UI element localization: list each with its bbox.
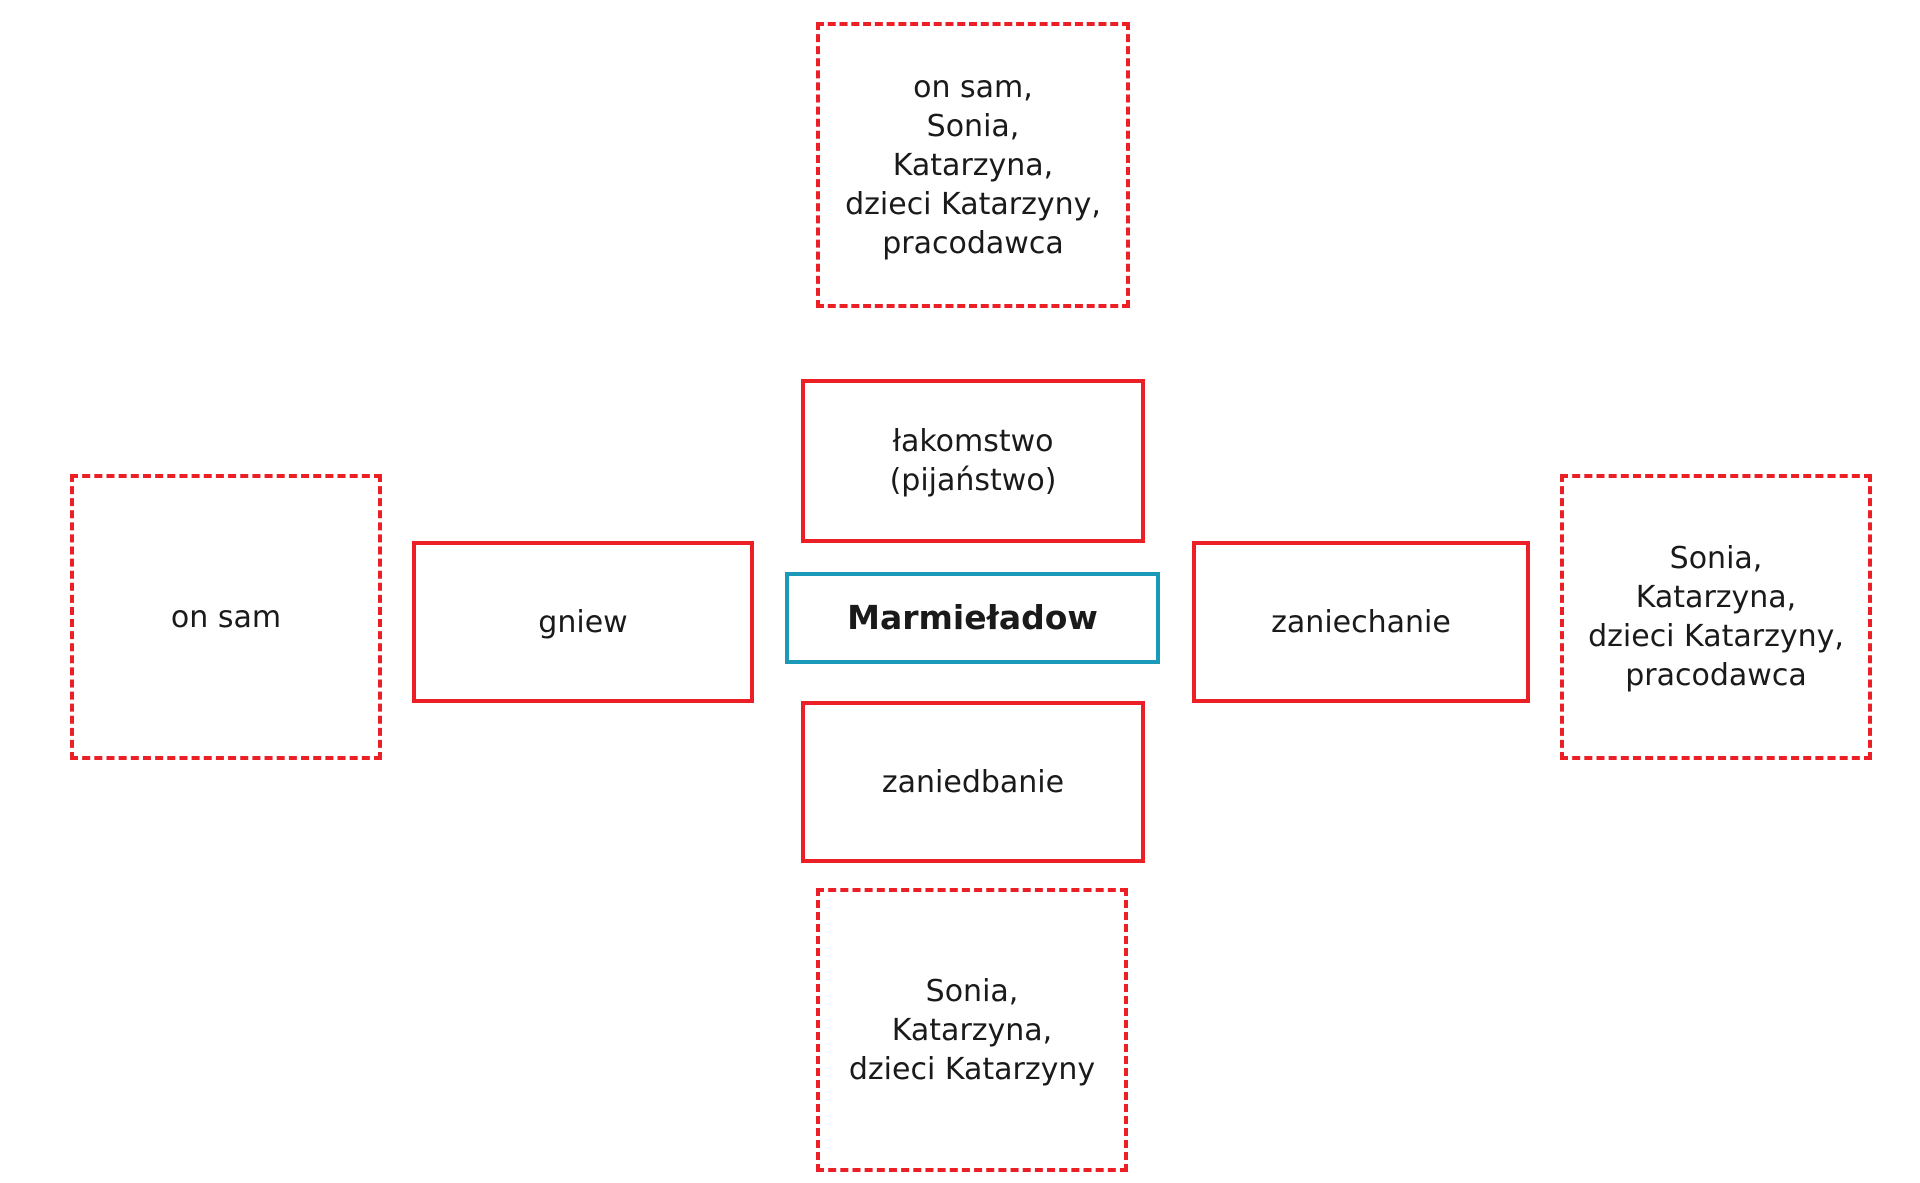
inner-node-lakomstwo-label: łakomstwo (pijaństwo) [889,424,1057,498]
outer-node-right-label: Sonia, Katarzyna, dzieci Katarzyny, prac… [1588,541,1844,693]
outer-node-bottom-label: Sonia, Katarzyna, dzieci Katarzyny [848,973,1096,1087]
outer-node-right[interactable]: Sonia, Katarzyna, dzieci Katarzyny, prac… [1560,474,1872,760]
inner-node-zaniechanie-label: zaniechanie [1271,604,1451,640]
inner-node-gniew-label: gniew [538,604,628,640]
outer-node-top[interactable]: on sam, Sonia, Katarzyna, dzieci Katarzy… [816,22,1130,308]
outer-node-bottom[interactable]: Sonia, Katarzyna, dzieci Katarzyny [816,888,1128,1172]
inner-node-zaniedbanie[interactable]: zaniedbanie [801,701,1145,863]
inner-node-zaniedbanie-label: zaniedbanie [881,764,1065,800]
inner-node-lakomstwo[interactable]: łakomstwo (pijaństwo) [801,379,1145,543]
center-node-label: Marmieładow [847,597,1098,637]
inner-node-gniew[interactable]: gniew [412,541,754,703]
outer-node-left-label: on sam [170,599,282,635]
outer-node-left[interactable]: on sam [70,474,382,760]
inner-node-zaniechanie[interactable]: zaniechanie [1192,541,1530,703]
center-node-marmieladow[interactable]: Marmieładow [785,572,1160,664]
outer-node-top-label: on sam, Sonia, Katarzyna, dzieci Katarzy… [845,69,1101,261]
